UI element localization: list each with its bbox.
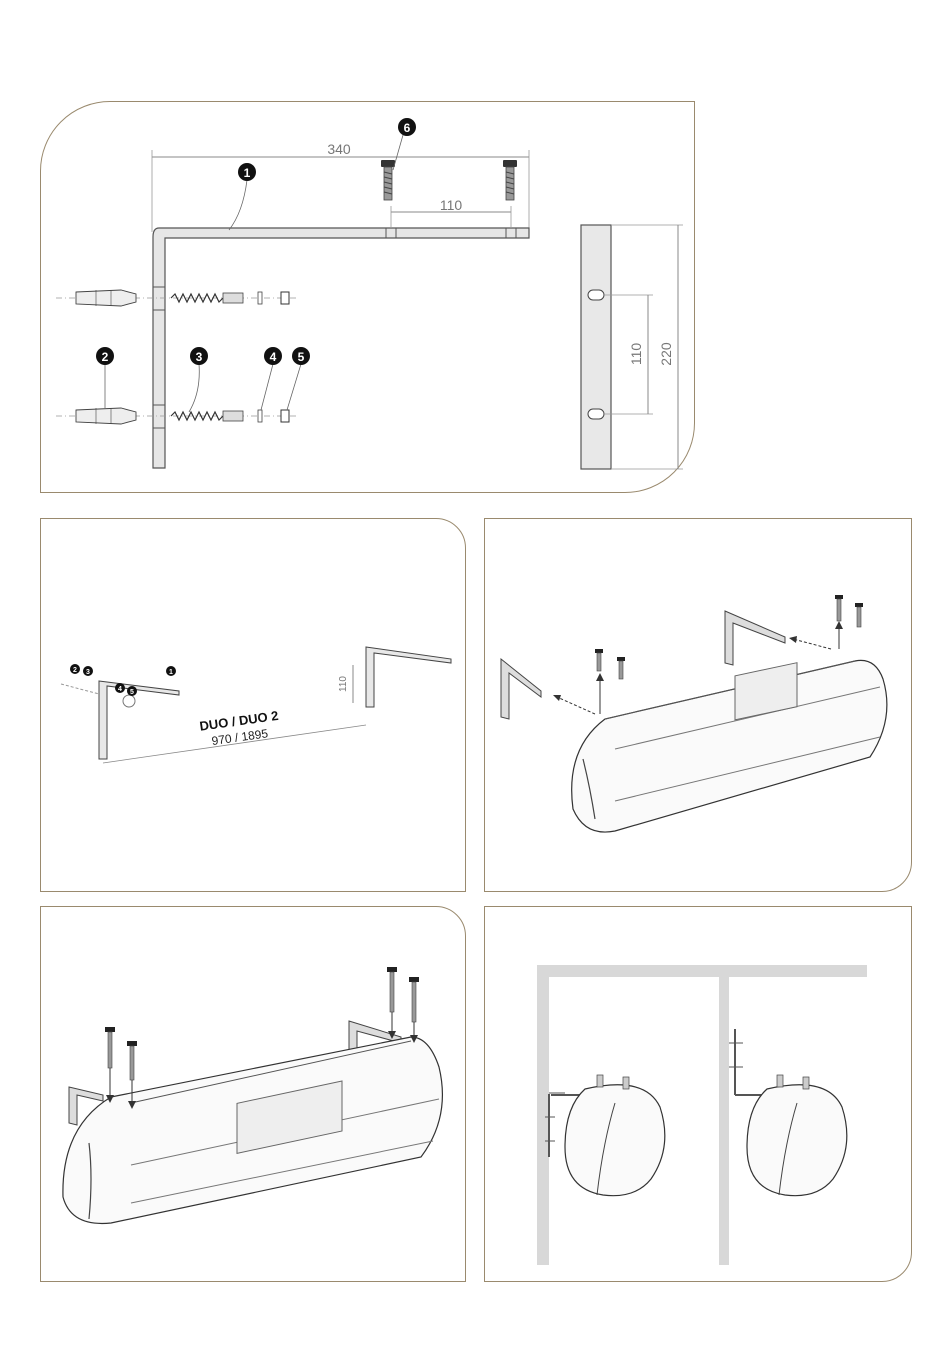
unit-side-profile [565, 1085, 665, 1196]
dim-110-bolt-label: 110 [440, 197, 463, 213]
svg-text:3: 3 [196, 350, 203, 364]
dimension-340: 340 [152, 141, 529, 232]
bolt-icon [105, 1027, 115, 1068]
dim-220-label: 220 [658, 342, 674, 366]
right-bracket [366, 647, 451, 707]
svg-text:2: 2 [73, 667, 77, 674]
bracket-detail-panel: 340 110 [40, 101, 695, 493]
right-bracket [725, 611, 785, 665]
left-wall [537, 965, 549, 1265]
bracket-detail-drawing: 340 110 [41, 102, 696, 494]
bolt-icon [617, 657, 625, 679]
fixing-row-lower [56, 408, 296, 424]
left-bracket [99, 681, 179, 759]
dim-110-slot-label: 110 [628, 343, 644, 366]
washer-icon [258, 292, 262, 304]
svg-text:4: 4 [118, 686, 122, 693]
unit-fixing-drawing [41, 907, 467, 1283]
wall-mount-option [545, 1075, 665, 1196]
svg-text:3: 3 [86, 669, 90, 676]
svg-text:5: 5 [298, 350, 305, 364]
svg-text:5: 5 [130, 689, 134, 696]
fixing-row-upper [56, 290, 296, 306]
bolt-icon [503, 160, 517, 200]
wall-plug-icon [76, 408, 136, 424]
bolt-icon [855, 603, 863, 627]
washer-icon [258, 410, 262, 422]
middle-wall [719, 965, 729, 1265]
bolt-icon [127, 1041, 137, 1080]
bolt-icon [595, 649, 603, 671]
svg-text:2: 2 [102, 350, 109, 364]
bracket-layout-drawing: 2 3 4 5 1 110 DUO / DUO 2 970 / 1895 [41, 519, 467, 893]
unit-fixing-panel [40, 906, 466, 1282]
svg-text:6: 6 [404, 121, 411, 135]
plate-slot-upper [588, 290, 604, 300]
svg-text:1: 1 [244, 166, 251, 180]
ceiling-mount-option [729, 1029, 847, 1196]
bolt-icon [387, 967, 397, 1012]
wall-plug-icon [76, 290, 136, 306]
installation-options-drawing [485, 907, 913, 1283]
plate-slot-lower [588, 409, 604, 419]
svg-text:1: 1 [169, 669, 173, 676]
dim-110-label: 110 [338, 676, 349, 692]
svg-text:4: 4 [270, 350, 277, 364]
bolt-icon [409, 977, 419, 1022]
wall-plate [581, 225, 611, 469]
unit-mounting-panel [484, 518, 912, 892]
air-curtain-unit [63, 1037, 443, 1223]
left-bracket [501, 659, 541, 719]
bracket-profile [153, 228, 529, 468]
unit-mounting-drawing [485, 519, 913, 893]
ceiling [537, 965, 867, 977]
dimension-110-bolts: 110 [391, 197, 511, 228]
nut-icon [281, 292, 289, 304]
air-curtain-unit [572, 660, 887, 832]
bolt-icon [381, 160, 395, 200]
installation-options-panel [484, 906, 912, 1282]
nut-icon [281, 410, 289, 422]
dim-340-label: 340 [327, 141, 351, 157]
bolt-icon [835, 595, 843, 621]
bracket-layout-panel: 2 3 4 5 1 110 DUO / DUO 2 970 / 1895 [40, 518, 466, 892]
nut-icon [123, 695, 135, 707]
unit-side-profile [747, 1085, 847, 1196]
